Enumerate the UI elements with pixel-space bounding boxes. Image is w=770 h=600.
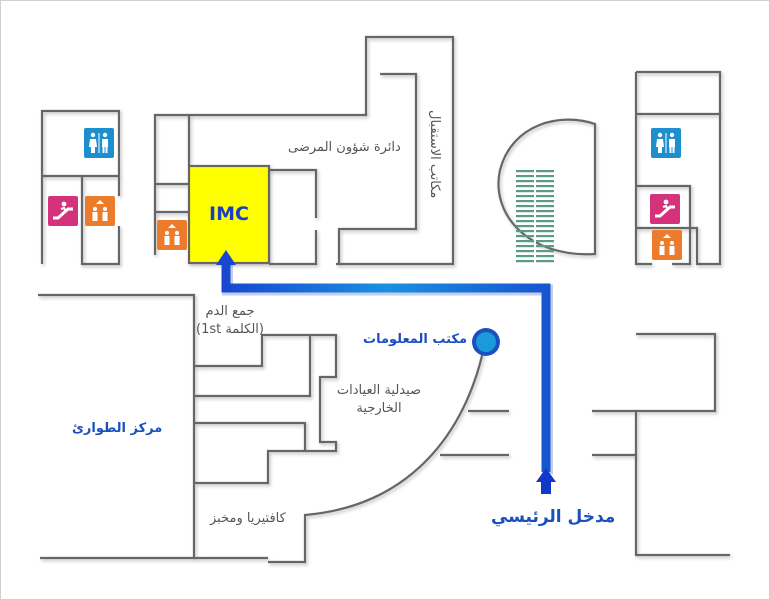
- route-arrow-imc: [216, 250, 236, 265]
- wall-left-top-block: [40, 109, 121, 266]
- patient-affairs-label: دائرة شؤون المرضى: [288, 140, 401, 155]
- route-path: [216, 250, 556, 494]
- elevator-icon: [85, 196, 115, 226]
- imc-label[interactable]: IMC: [209, 203, 249, 225]
- wall-cafeteria-curve: [194, 341, 487, 564]
- walls: [38, 35, 730, 564]
- info-desk-label[interactable]: مكتب المعلومات: [363, 332, 468, 347]
- wall-central-block: [153, 35, 455, 266]
- reception-offices-label: مكاتب الاستقبال: [427, 110, 442, 199]
- wall-emergency-block: [38, 293, 196, 560]
- main-entrance-label[interactable]: مدخل الرئيسي: [491, 507, 616, 527]
- wall-round-tower: [497, 118, 597, 256]
- escalator-icon: [650, 194, 680, 224]
- escalator-icon: [48, 196, 78, 226]
- toilet-icon: [84, 128, 114, 158]
- stairs-icon: [516, 168, 554, 264]
- elevator-icon: [157, 220, 187, 250]
- wall-right-top-block: [634, 70, 722, 266]
- wall-corridor-left: [440, 409, 509, 457]
- emergency-center-label[interactable]: مركز الطوارئ: [72, 421, 163, 436]
- wall-right-lower-block: [634, 332, 730, 557]
- elevator-icon: [652, 230, 682, 260]
- info-desk-marker[interactable]: [472, 328, 500, 356]
- wall-corridor-right: [592, 409, 636, 457]
- blood-collection-label: جمع الدم (1st الكلمة): [196, 303, 264, 338]
- outpatient-pharmacy-label: صيدلية العيادات الخارجية: [333, 382, 425, 417]
- cafeteria-label: كافتيريا ومخبز: [210, 511, 286, 526]
- blood-collection-title: جمع الدم: [205, 304, 255, 319]
- route-arrow-entrance: [536, 468, 556, 482]
- blood-collection-subtitle: (1st الكلمة): [196, 321, 264, 337]
- toilet-icon: [651, 128, 681, 158]
- wall-lower-inner: [194, 333, 338, 485]
- pharmacy-line-1: صيدلية العيادات: [336, 383, 422, 398]
- pharmacy-line-2: الخارجية: [356, 400, 402, 416]
- imc-room: [187, 164, 271, 265]
